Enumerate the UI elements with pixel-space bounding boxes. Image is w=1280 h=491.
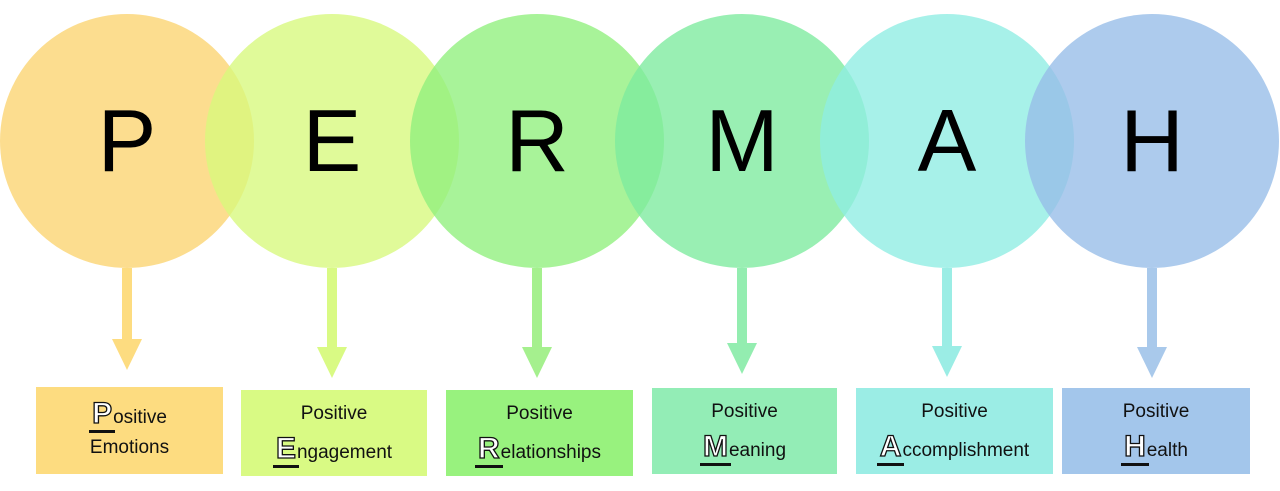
letter-h: H	[1120, 91, 1184, 190]
arrow-shaft-a	[942, 268, 952, 347]
label-initial-m: M	[699, 430, 731, 466]
label-initial-h: H	[1121, 430, 1149, 466]
arrows-layer	[112, 268, 1167, 378]
circles-layer	[0, 14, 1279, 268]
arrow-shaft-e	[327, 268, 337, 348]
label-rest-e: ngagement	[296, 442, 393, 463]
circle-m	[615, 14, 869, 268]
arrow-shaft-r	[532, 268, 542, 348]
label-second-line-p: Emotions	[89, 436, 170, 458]
label-initial-p: P	[89, 397, 116, 434]
letter-r: R	[505, 91, 569, 190]
label-first-line-m: Positive	[711, 400, 778, 422]
arrow-shaft-p	[122, 268, 132, 340]
label-rest-m: eaning	[728, 440, 787, 461]
arrow-head-h	[1137, 347, 1167, 378]
letter-m: M	[705, 91, 778, 190]
arrow-head-a	[932, 346, 962, 377]
label-first-line-h: Positive	[1122, 400, 1190, 422]
label-initial-r: R	[475, 432, 503, 468]
arrow-head-e	[317, 347, 347, 378]
label-first-line-r: Positive	[506, 402, 573, 424]
label-rest-p: ositive	[113, 407, 167, 429]
label-first-line-a: Positive	[921, 400, 988, 422]
letter-p: P	[98, 91, 157, 190]
circle-a	[820, 14, 1074, 268]
letter-a: A	[918, 91, 977, 190]
label-rest-h: ealth	[1146, 440, 1188, 461]
label-rest-a: ccomplishment	[902, 440, 1030, 461]
circle-e	[205, 14, 459, 268]
arrow-head-p	[112, 339, 142, 370]
label-rest-r: elationships	[500, 442, 601, 463]
letter-e: E	[303, 91, 362, 190]
arrow-head-r	[522, 347, 552, 378]
arrow-head-m	[727, 343, 757, 374]
label-initial-e: E	[272, 432, 299, 468]
arrow-shaft-h	[1147, 268, 1157, 348]
arrow-shaft-m	[737, 268, 747, 344]
circle-r	[410, 14, 664, 268]
label-initial-a: A	[876, 430, 905, 466]
label-first-line-e: Positive	[300, 402, 368, 424]
circle-p	[0, 14, 254, 268]
circle-h	[1025, 14, 1279, 268]
